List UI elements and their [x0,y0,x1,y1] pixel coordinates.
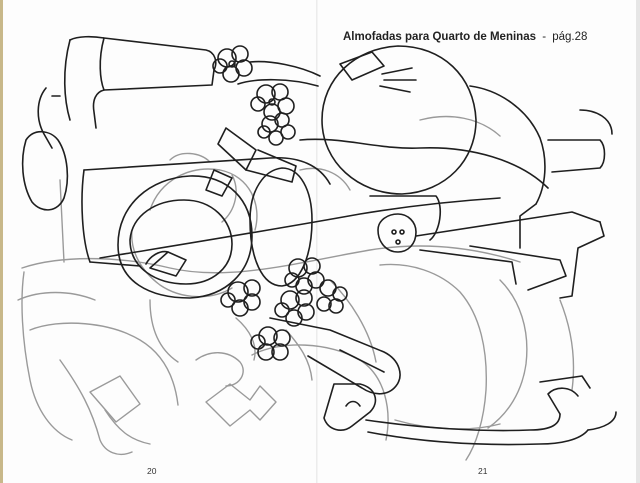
center-fold [316,0,318,483]
page-header: Almofadas para Quarto de Meninas - pág.2… [343,31,587,43]
page-edge-left [0,0,3,483]
header-separator: - [542,31,547,43]
header-page-ref: pág.28 [552,31,588,43]
page-number-left: 20 [147,466,157,476]
flower-top-left [212,45,253,83]
page-number-right: 21 [478,466,488,476]
header-title: Almofadas para Quarto de Meninas [343,31,536,43]
flower-mid [257,112,296,146]
page-edge-right [636,0,640,483]
ink-pattern-layer [21,35,617,446]
flower-bouquet [220,257,348,361]
